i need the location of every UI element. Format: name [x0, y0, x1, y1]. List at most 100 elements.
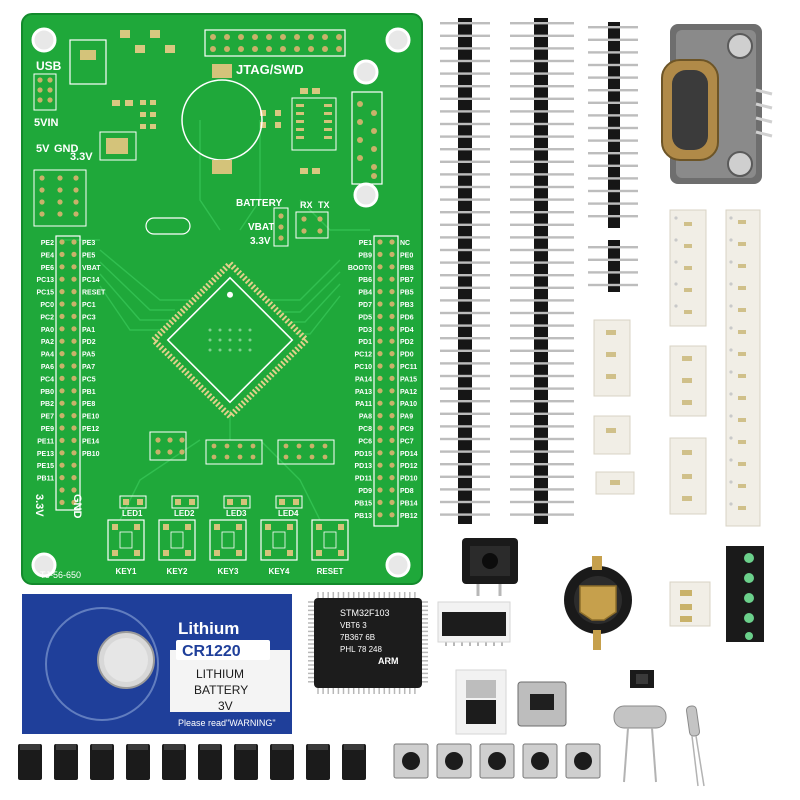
key-jumper-footprint: [277, 439, 335, 465]
pin-label: PC7: [400, 438, 414, 445]
boot-jumper-footprint: [149, 431, 187, 461]
pin: [510, 85, 574, 88]
pin: [510, 387, 574, 390]
usb-connector-footprint: [69, 39, 107, 85]
pin: [510, 299, 574, 302]
pin-label: PA9: [400, 414, 413, 421]
pin-label: PA2: [41, 339, 54, 346]
pin: [510, 337, 574, 340]
pin: [588, 177, 638, 180]
key-pad: [134, 524, 140, 530]
pin-label: PD4: [400, 327, 414, 334]
smd-part: [738, 374, 746, 378]
pin: [440, 223, 490, 226]
pin-label: PD3: [358, 327, 372, 334]
key-pad: [287, 550, 293, 556]
pin-label: PC10: [354, 364, 372, 371]
key-outline: [119, 531, 133, 549]
pin: [440, 110, 490, 113]
key-footprint: [311, 519, 349, 561]
smd-pads: [112, 30, 320, 174]
3v3-label-b: 3.3V: [250, 236, 271, 247]
chip-line4: PHL 78 248: [340, 645, 383, 654]
pin: [510, 362, 574, 365]
pin-label: PE10: [82, 414, 99, 421]
pin: [510, 274, 574, 277]
pin: [440, 337, 490, 340]
coin-cell-holder: [564, 556, 632, 650]
pin-label: PE2: [41, 240, 54, 247]
mcu-vias: [208, 328, 252, 352]
smd-part: [738, 440, 746, 444]
db9-connector: [661, 24, 773, 184]
right-pin-labels: PE1PB9BOOT0PB6PB4PD7PD5PD3PD1PC12PC10PA1…: [348, 240, 372, 520]
pin-label: PC9: [400, 426, 414, 433]
pin-label: PE6: [41, 265, 54, 272]
pin-label: PB8: [400, 265, 414, 272]
tape-hole: [729, 458, 733, 462]
key-pad: [265, 524, 271, 530]
pin-label: PD11: [355, 476, 372, 483]
key-pad: [236, 550, 242, 556]
led-footprint: [223, 495, 251, 509]
regulator-chip: [455, 669, 507, 735]
pin: [510, 122, 574, 126]
board-id: TJ-56-650: [40, 570, 81, 580]
smd-part: [738, 484, 746, 488]
key-pad: [112, 524, 118, 530]
pin: [510, 349, 574, 352]
pin-label: PC6: [358, 438, 372, 445]
dc-jack: [462, 538, 518, 596]
jumper-cap: [306, 744, 330, 780]
crystal-32k: [685, 705, 705, 787]
jumper-cap: [162, 744, 186, 780]
pin-label: PB10: [82, 451, 100, 458]
key-pad: [338, 524, 344, 530]
tape-hole: [729, 502, 733, 506]
jumper-top: [344, 744, 364, 750]
key-footprint: [260, 519, 298, 561]
pin: [510, 261, 574, 264]
mcu-chip: STM32F103 VBT6 3 7B367 6B PHL 78 248 ARM: [308, 592, 428, 694]
pin: [440, 47, 490, 50]
jumper-cap: [234, 744, 258, 780]
pin: [440, 286, 490, 289]
pin: [510, 97, 574, 100]
key-outline: [323, 531, 337, 549]
battery-warning: Please read"WARNING": [178, 718, 276, 728]
crystal-hc49: [613, 705, 667, 783]
pin: [440, 500, 490, 504]
pin-label: PD6: [400, 314, 414, 321]
pin-label: PC2: [40, 314, 54, 321]
pin-label: PA12: [400, 389, 417, 396]
pin: [440, 387, 490, 390]
pin: [588, 76, 638, 79]
tape-hole: [729, 348, 733, 352]
pin-label: PD14: [400, 451, 418, 458]
tact-button: [488, 752, 506, 770]
component-tape-7: [595, 471, 635, 495]
pcb-board: JTAG/SWD USB 5VIN: [21, 13, 423, 585]
tape-hole: [729, 480, 733, 484]
pin: [588, 63, 638, 67]
pin-label: PA7: [82, 364, 95, 371]
pin-label: PD8: [400, 488, 414, 495]
left-pin-labels-inner: PE3PE5VBATPC14RESETPC1PC3PA1PD2PA5PA7PC5…: [82, 240, 106, 458]
pin: [440, 362, 490, 365]
pin-label: PA11: [355, 401, 372, 408]
rx-label: RX: [300, 200, 313, 210]
pin: [588, 189, 638, 193]
pin: [510, 500, 574, 504]
smd-part: [738, 330, 746, 334]
pin: [440, 437, 490, 441]
pin-label: PB3: [400, 302, 414, 309]
smd-part: [738, 462, 746, 466]
jumper-cap: [18, 744, 42, 780]
pin: [440, 211, 490, 214]
key-pad: [185, 550, 191, 556]
tape-hole: [729, 282, 733, 286]
tape-hole: [729, 436, 733, 440]
chip-line2: VBT6 3: [340, 621, 367, 630]
led-label: LED1: [122, 509, 143, 518]
jumper-top: [128, 744, 148, 750]
